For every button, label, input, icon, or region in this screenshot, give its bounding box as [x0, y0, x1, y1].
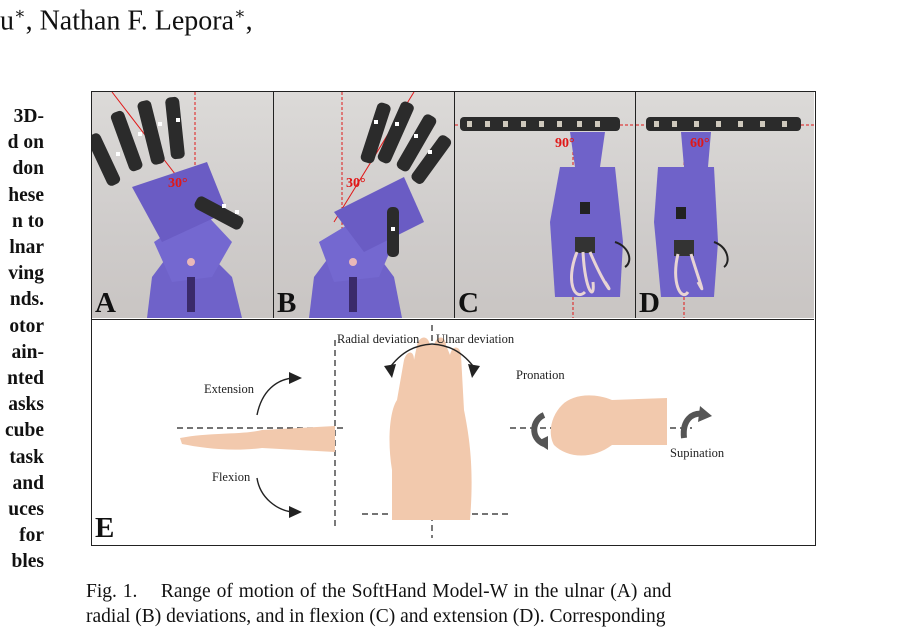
abstract-line: and — [12, 472, 44, 494]
abstract-line: nds. — [9, 289, 44, 311]
panel-letter-b: B — [277, 287, 297, 318]
figure-caption: Fig. 1. Range of motion of the SoftHand … — [86, 580, 821, 629]
photo-panel-b: 30° B — [274, 92, 455, 318]
abstract-line: uces — [8, 499, 44, 521]
photo-panel-d: 60° D — [636, 92, 814, 318]
equal-contribution-mark: ∗ — [14, 4, 26, 23]
label-extension: Extension — [204, 382, 254, 396]
author-line: u∗, Nathan F. Lepora∗, — [0, 4, 253, 37]
abstract-line: 3D- — [13, 106, 44, 127]
abstract-line: bles — [11, 551, 44, 573]
label-flexion: Flexion — [212, 470, 251, 484]
panel-letter-d: D — [639, 287, 660, 318]
abstract-line: ving — [8, 263, 44, 285]
angle-label-b: 30° — [346, 176, 366, 191]
abstract-line: nted — [7, 368, 44, 390]
panel-letter-e: E — [95, 512, 115, 544]
hand-ulnar-deviation-illustration — [92, 92, 244, 318]
abstract-line: task — [9, 446, 44, 468]
abstract-line: lnar — [9, 237, 44, 259]
panel-letter-a: A — [95, 287, 116, 318]
abstract-column: 3D- d on don hese n to lnar ving nds. ot… — [0, 104, 44, 576]
abstract-line: asks — [8, 394, 44, 416]
abstract-line: for — [19, 525, 44, 547]
abstract-line: ain- — [11, 341, 44, 363]
author-separator: , — [245, 5, 253, 37]
abstract-line: cube — [5, 420, 44, 442]
panel-letter-c: C — [458, 287, 479, 318]
label-pronation: Pronation — [516, 368, 565, 382]
abstract-line: hese — [8, 184, 44, 206]
angle-label-d: 60° — [690, 136, 710, 151]
abstract-line: don — [12, 158, 44, 180]
abstract-line: otor — [9, 315, 44, 337]
photo-panel-c: 90° C — [455, 92, 636, 318]
hand-extension-illustration — [636, 117, 814, 318]
angle-label-c: 90° — [555, 136, 575, 151]
caption-line: Fig. 1. Range of motion of the SoftHand … — [86, 581, 672, 602]
author-name: , Nathan F. Lepora — [25, 5, 235, 37]
label-supination: Supination — [670, 446, 725, 460]
wrist-motion-illustration — [177, 325, 712, 538]
photo-strip: 30° A — [92, 92, 814, 318]
abstract-line: d on — [7, 132, 44, 154]
label-radial-deviation: Radial deviation — [337, 332, 420, 346]
equal-contribution-mark: ∗ — [234, 4, 246, 23]
angle-label-a: 30° — [168, 176, 188, 191]
hand-flexion-illustration — [455, 117, 635, 318]
motion-diagram-panel-e: Radial deviation Ulnar deviation Extensi… — [92, 319, 814, 545]
author-fragment: u — [0, 5, 14, 37]
photo-panel-a: 30° A — [92, 92, 274, 318]
abstract-line: n to — [12, 210, 44, 232]
caption-line: radial (B) deviations, and in flexion (C… — [86, 605, 666, 627]
hand-radial-deviation-illustration — [309, 92, 452, 318]
label-ulnar-deviation: Ulnar deviation — [436, 332, 515, 346]
figure-1: 30° A — [91, 91, 816, 546]
